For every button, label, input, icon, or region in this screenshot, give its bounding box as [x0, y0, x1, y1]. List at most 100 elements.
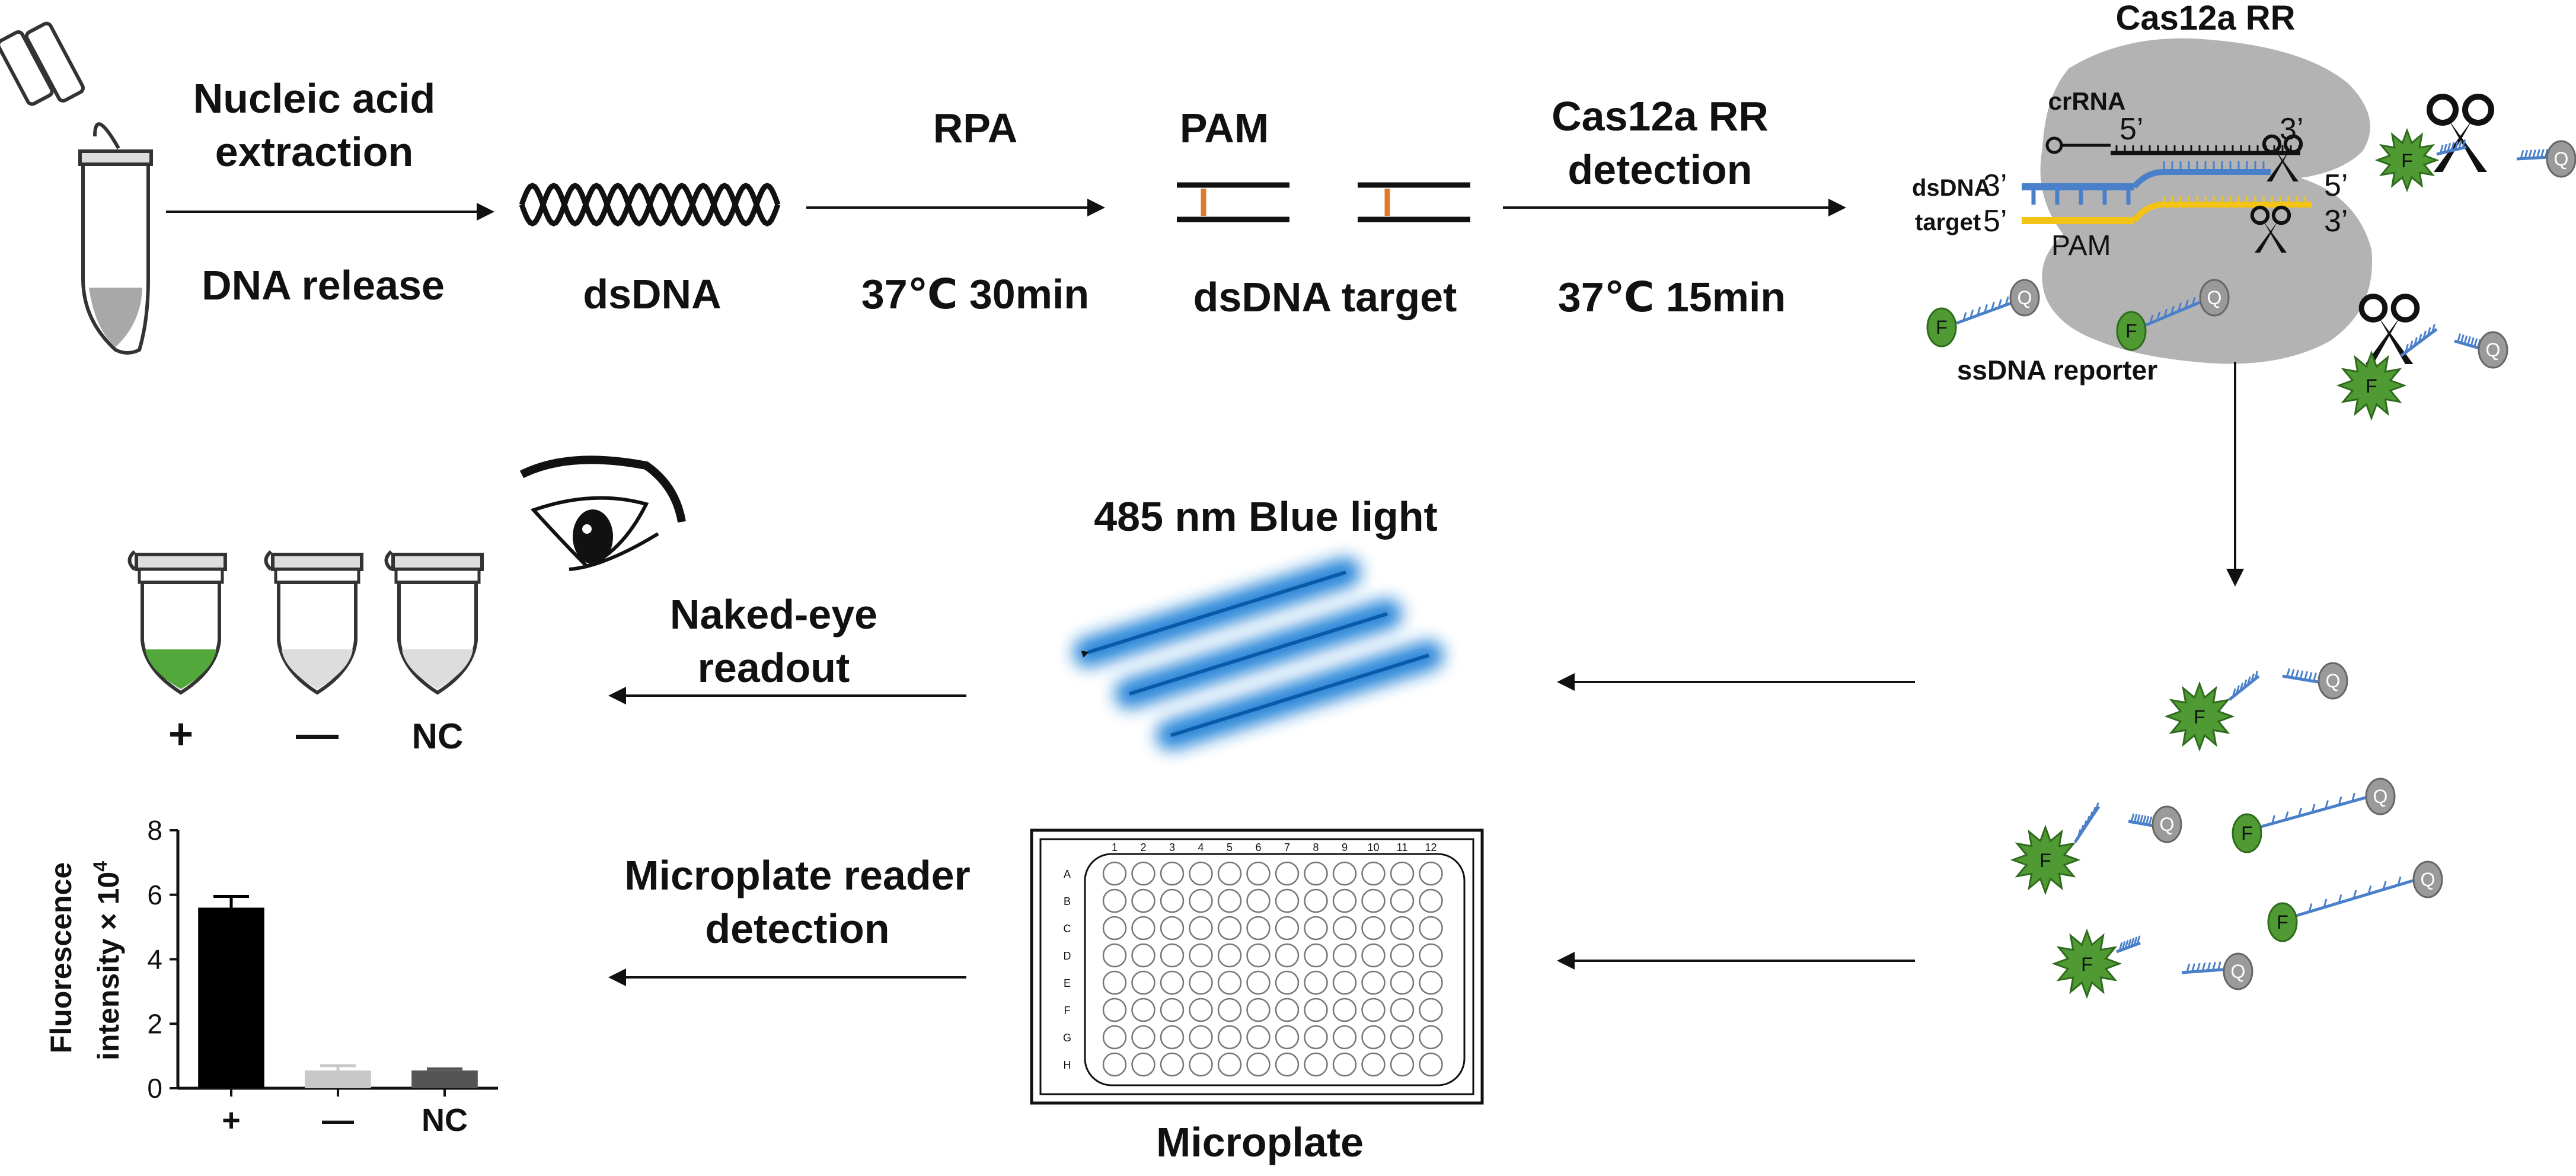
svg-text:F: F [2277, 912, 2288, 933]
y-axis-label-2: intensity × 104 [90, 861, 125, 1060]
plate-well [1160, 1025, 1185, 1050]
plate-col-label: 2 [1140, 842, 1146, 853]
plate-well [1131, 970, 1155, 995]
plate-col-label: 10 [1367, 842, 1379, 853]
tube-label-positive: + [168, 710, 193, 758]
quencher-icon: Q [2199, 279, 2230, 317]
blue-3prime: 3’ [1983, 168, 2007, 203]
plate-well [1160, 861, 1185, 886]
plate-well [1275, 916, 1300, 941]
reporter-strand [2073, 802, 2101, 843]
tube-label-negative: — [296, 710, 339, 758]
reporter-label: ssDNA reporter [1957, 355, 2157, 385]
plate-well [1189, 997, 1213, 1022]
reporter-strand [2181, 961, 2224, 974]
plate-well [1332, 861, 1357, 886]
plate-well [1332, 997, 1357, 1022]
plate-well [1217, 943, 1242, 968]
svg-text:F: F [2241, 823, 2253, 844]
plate-well [1217, 970, 1242, 995]
reporter-strand [2258, 792, 2366, 829]
reporter-strand [2128, 813, 2153, 827]
bar [198, 907, 264, 1088]
plate-col-label: 11 [1397, 842, 1408, 853]
plate-well [1160, 943, 1185, 968]
plate-well [1102, 1025, 1127, 1050]
plate-well [1390, 888, 1415, 913]
target-tag: target [1915, 209, 1981, 235]
step1-line1: Nucleic acid [193, 75, 436, 122]
plate-well [1275, 997, 1300, 1022]
cas-conditions: 37℃ 15min [1558, 274, 1786, 320]
plate-col-label: 6 [1255, 842, 1261, 853]
reporter-strand [2228, 670, 2260, 701]
y-tick-label: 8 [147, 815, 162, 846]
dsdna-label: dsDNA [583, 271, 721, 317]
plate-col-label: 5 [1227, 842, 1233, 853]
microplate-label: Microplate [1156, 1119, 1364, 1165]
fluorophore-icon: F [2374, 128, 2440, 193]
quencher-icon: Q [2365, 777, 2396, 815]
plate-well [1361, 997, 1386, 1022]
fluorophore-icon: F [1926, 307, 1957, 348]
result-tube [264, 550, 363, 695]
step1-bottom: DNA release [202, 262, 445, 308]
crrna-5prime: 5’ [2119, 112, 2143, 146]
svg-text:Q: Q [2160, 814, 2175, 835]
plate-well [1189, 943, 1213, 968]
tube-label-nc: NC [412, 716, 464, 756]
dsdna-helix-icon [519, 183, 781, 227]
plate-well [1275, 1025, 1300, 1050]
plate-col-label: 9 [1342, 842, 1348, 853]
plate-well [1160, 1052, 1185, 1077]
step1-line2: extraction [215, 129, 414, 175]
quencher-icon: Q [2318, 662, 2348, 700]
plate-well [1131, 861, 1155, 886]
plate-well [1304, 888, 1328, 913]
plate-col-label: 1 [1112, 842, 1118, 853]
plate-well [1102, 997, 1127, 1022]
plate-well [1361, 888, 1386, 913]
svg-text:Q: Q [2326, 670, 2341, 691]
naked-eye-line1: Naked-eye [670, 591, 877, 638]
reporter-strand [2400, 324, 2438, 357]
plate-well [1304, 861, 1328, 886]
crrna-label: crRNA [2048, 87, 2126, 115]
plate-well [1189, 888, 1213, 913]
plate-well [1246, 861, 1271, 886]
y-tick-label: 0 [147, 1073, 162, 1104]
plate-well [1275, 1052, 1300, 1077]
blue-light-icon [1073, 557, 1444, 750]
plate-row-label: B [1064, 895, 1071, 907]
plate-col-label: 4 [1198, 842, 1204, 853]
plate-well [1275, 861, 1300, 886]
eye-icon [519, 455, 686, 571]
plate-well [1246, 1025, 1271, 1050]
plate-row-label: H [1064, 1059, 1071, 1071]
plate-well [1160, 888, 1185, 913]
plate-well [1332, 943, 1357, 968]
plate-well [1246, 1052, 1271, 1077]
plate-well [1332, 888, 1357, 913]
pam-label: PAM [1180, 105, 1269, 151]
fluorophore-icon: F [2116, 311, 2147, 351]
plate-col-label: 3 [1169, 842, 1175, 853]
plate-well [1160, 916, 1185, 941]
target-label: dsDNA target [1193, 274, 1457, 320]
fluorophore-icon: F [2267, 902, 2298, 942]
plate-well [1419, 861, 1443, 886]
plate-well [1390, 916, 1415, 941]
plate-well [1390, 1052, 1415, 1077]
svg-text:Q: Q [2373, 786, 2388, 807]
plate-well [1390, 861, 1415, 886]
plate-well [1131, 1025, 1155, 1050]
plate-well [1332, 916, 1357, 941]
y-tick-label: 6 [147, 879, 162, 910]
plate-well [1131, 943, 1155, 968]
plate-col-label: 8 [1313, 842, 1319, 853]
plate-well [1390, 970, 1415, 995]
plate-well [1361, 1052, 1386, 1077]
reporter-strand [2454, 333, 2482, 350]
svg-text:F: F [2125, 320, 2137, 342]
